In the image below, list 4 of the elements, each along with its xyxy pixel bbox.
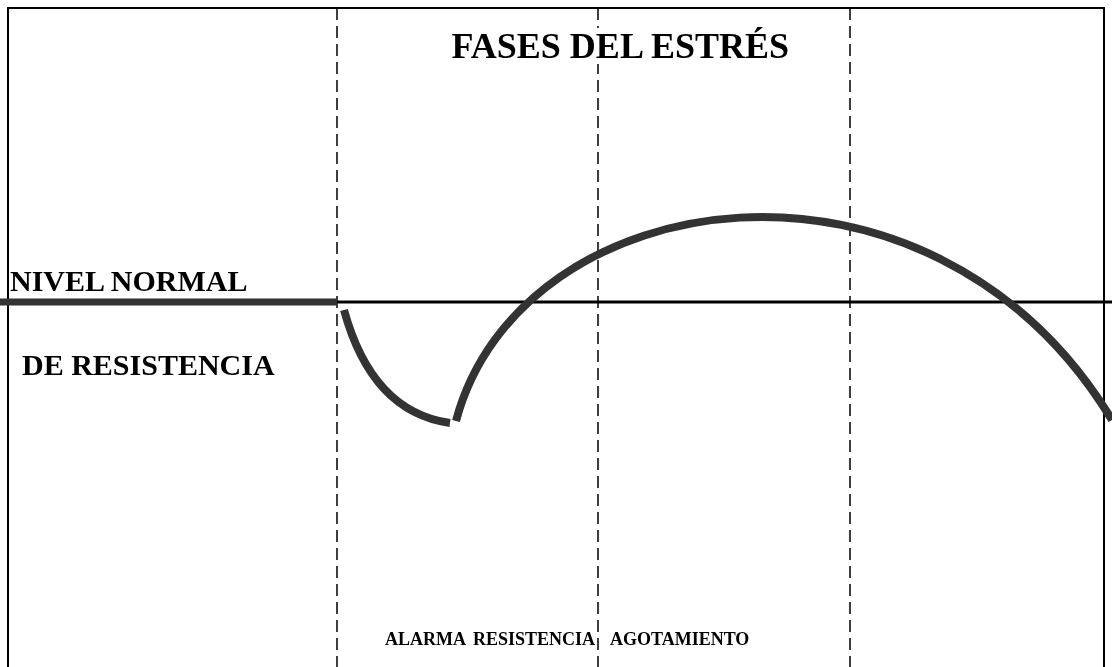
phase-label: ALARMA [385, 630, 466, 648]
phase-label: RESISTENCIA [473, 630, 596, 648]
diagram-title: FASES DEL ESTRÉS [451, 28, 789, 64]
phase-label: AGOTAMIENTO [610, 630, 750, 648]
